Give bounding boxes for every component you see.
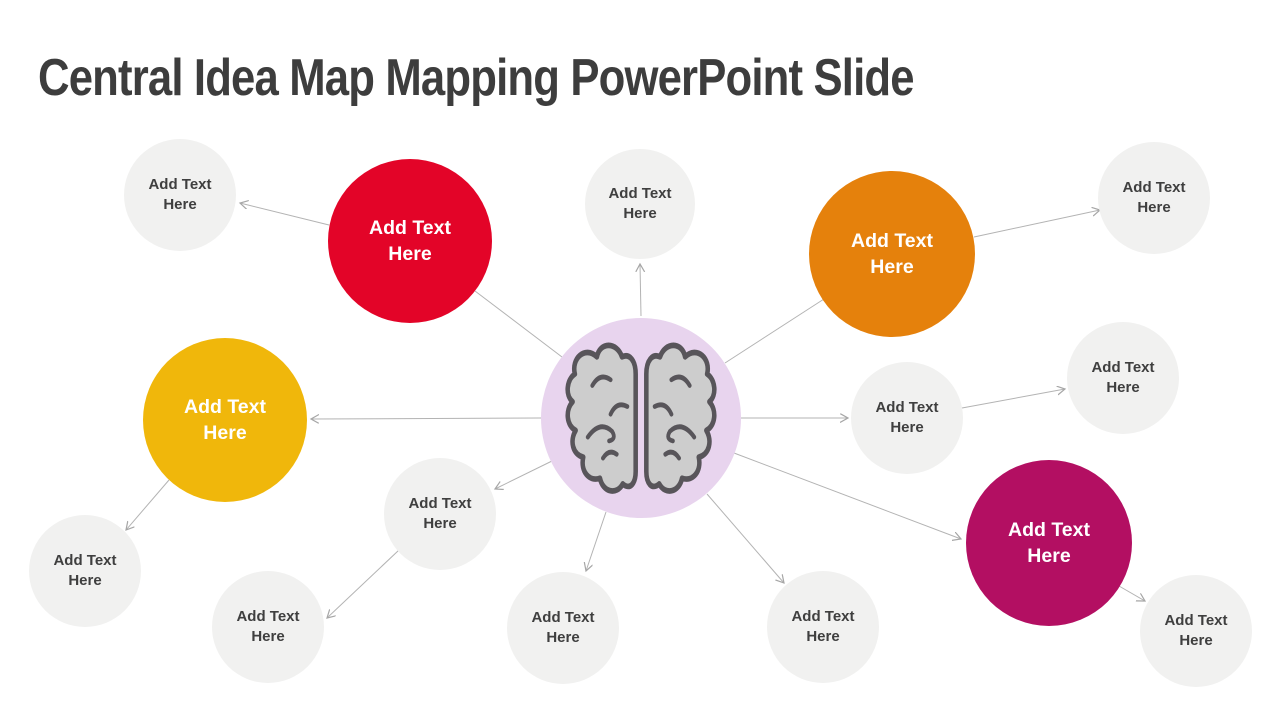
connector-line [724, 298, 825, 364]
node-gray-bottom-far-right[interactable]: Add Text Here [1140, 575, 1252, 687]
node-gray-bottom-left[interactable]: Add Text Here [212, 571, 324, 683]
node-gray-bottom-center[interactable]: Add Text Here [507, 572, 619, 684]
connector-line [961, 389, 1065, 409]
node-orange[interactable]: Add Text Here [809, 171, 975, 337]
node-label: Add Text Here [851, 229, 933, 278]
connector-line [586, 511, 607, 571]
connector-line [126, 479, 170, 530]
connector-line [474, 290, 563, 358]
node-label: Add Text Here [531, 609, 595, 646]
connector-line [240, 203, 330, 226]
node-gray-top-right[interactable]: Add Text Here [1098, 142, 1210, 254]
node-gray-right-upper[interactable]: Add Text Here [1067, 322, 1179, 434]
node-label: Add Text Here [1091, 359, 1155, 396]
node-label: Add Text Here [1164, 612, 1228, 649]
connector-line [733, 452, 961, 539]
node-gray-top-center[interactable]: Add Text Here [585, 149, 695, 259]
node-gray-top-left[interactable]: Add Text Here [124, 139, 236, 251]
node-label: Add Text Here [408, 495, 472, 532]
slide-title: Central Idea Map Mapping PowerPoint Slid… [38, 49, 915, 107]
node-label: Add Text Here [875, 399, 939, 436]
connector-line [1118, 585, 1145, 601]
node-magenta[interactable]: Add Text Here [966, 460, 1132, 626]
node-gray-mid-bottom-left[interactable]: Add Text Here [384, 458, 496, 570]
node-label: Add Text Here [1008, 518, 1090, 567]
node-label: Add Text Here [236, 608, 300, 645]
node-gray-bottom-right[interactable]: Add Text Here [767, 571, 879, 683]
node-label: Add Text Here [53, 552, 117, 589]
node-gray-bottom-far-left[interactable]: Add Text Here [29, 515, 141, 627]
connector-line [973, 210, 1100, 238]
connector-line [640, 264, 641, 317]
brain-icon [565, 332, 717, 504]
node-label: Add Text Here [369, 216, 451, 265]
node-label: Add Text Here [148, 176, 212, 213]
node-red[interactable]: Add Text Here [328, 159, 492, 323]
node-label: Add Text Here [1122, 179, 1186, 216]
connector-line [311, 418, 542, 419]
node-label: Add Text Here [608, 185, 672, 222]
connector-line [495, 460, 553, 489]
node-label: Add Text Here [791, 608, 855, 645]
connector-line [706, 493, 784, 583]
node-label: Add Text Here [184, 395, 266, 444]
central-brain-node[interactable] [541, 318, 741, 518]
node-gray-right-mid[interactable]: Add Text Here [851, 362, 963, 474]
connector-line [327, 549, 400, 618]
node-yellow[interactable]: Add Text Here [143, 338, 307, 502]
